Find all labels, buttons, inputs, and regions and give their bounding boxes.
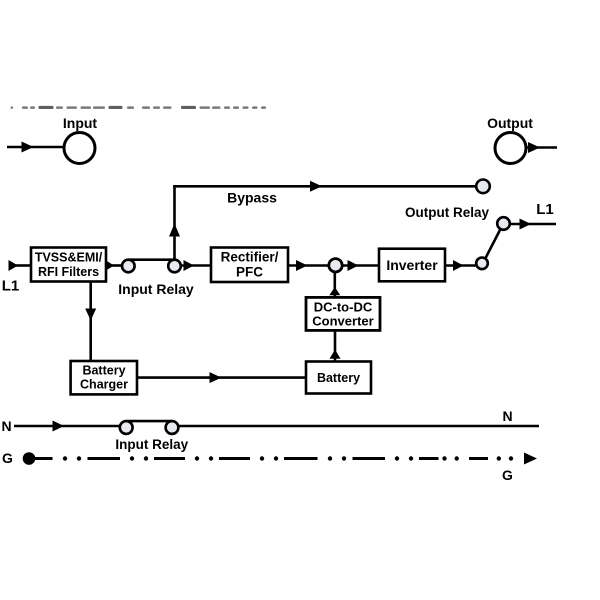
svg-text:TVSS&EMI/: TVSS&EMI/ xyxy=(35,251,103,265)
svg-text:Rectifier/: Rectifier/ xyxy=(221,250,279,265)
svg-text:DC-to-DC: DC-to-DC xyxy=(314,300,373,315)
svg-text:N: N xyxy=(1,418,11,434)
svg-text:Battery: Battery xyxy=(317,371,360,385)
svg-text:N: N xyxy=(502,408,512,424)
svg-text:RFI Filters: RFI Filters xyxy=(38,265,99,279)
svg-text:Output: Output xyxy=(487,115,533,131)
svg-text:Output Relay: Output Relay xyxy=(405,205,489,220)
svg-text:Inverter: Inverter xyxy=(386,257,438,273)
svg-text:Converter: Converter xyxy=(312,314,373,329)
svg-text:G: G xyxy=(2,450,13,466)
svg-text:Bypass: Bypass xyxy=(227,190,277,206)
svg-text:Input Relay: Input Relay xyxy=(118,281,194,297)
svg-text:Input: Input xyxy=(63,115,98,131)
svg-text:Charger: Charger xyxy=(80,378,128,392)
svg-text:PFC: PFC xyxy=(236,265,263,280)
svg-text:L1: L1 xyxy=(2,278,20,295)
svg-text:L1: L1 xyxy=(536,201,554,218)
svg-text:Input Relay: Input Relay xyxy=(115,437,188,452)
svg-text:Battery: Battery xyxy=(82,364,125,378)
svg-text:G: G xyxy=(502,467,513,483)
